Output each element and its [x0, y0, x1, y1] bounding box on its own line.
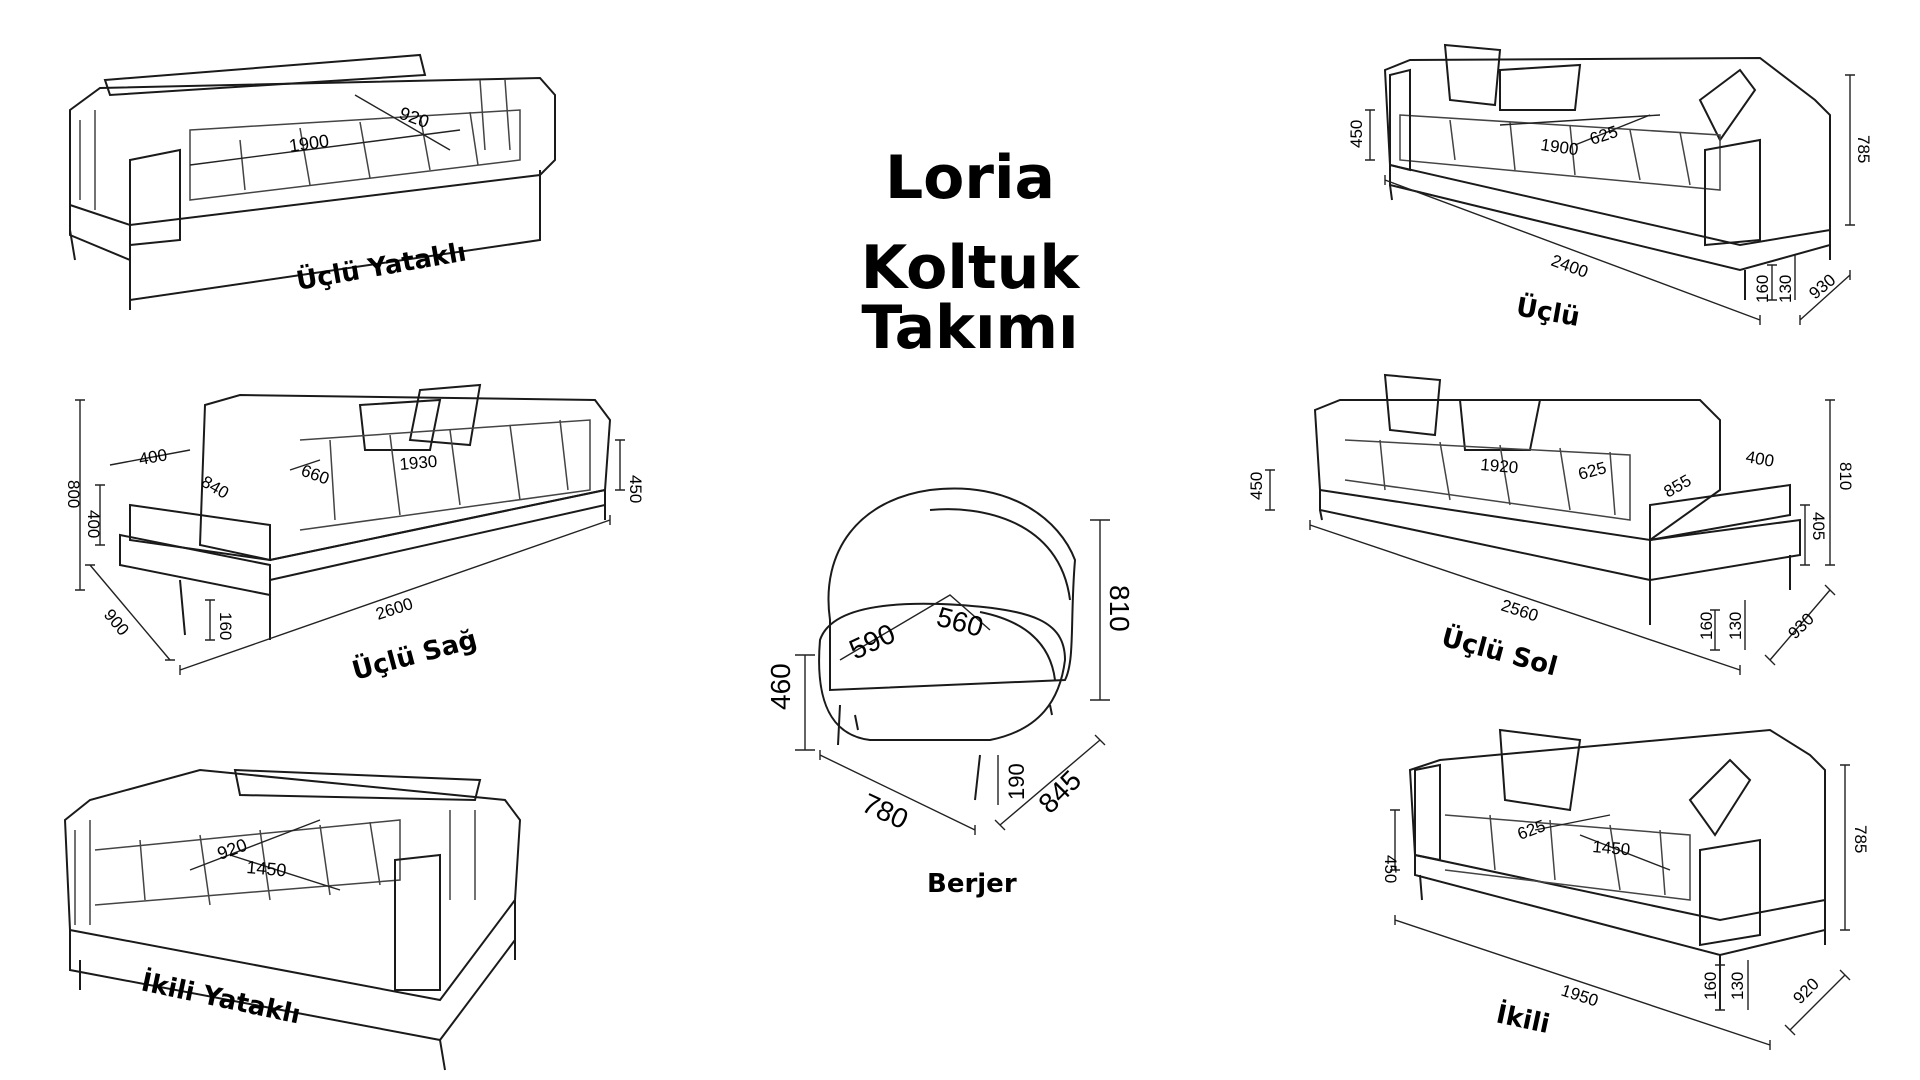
sofa-uclu-sag: 400 840 660 1930 800 400 450 2600 160 90…	[64, 383, 645, 687]
dim: 450	[1347, 120, 1366, 148]
dim: 625	[1515, 816, 1548, 844]
sofa-label: Üçlü Sağ	[348, 622, 480, 687]
dim: 1950	[1559, 981, 1601, 1011]
armchair-berjer: 590 560 460 810 780 190 845 Berjer	[765, 487, 1135, 899]
dim: 400	[84, 510, 103, 538]
dim: 160	[216, 612, 235, 640]
dim: 2400	[1549, 251, 1591, 282]
sofa-label: İkili	[1494, 998, 1553, 1040]
dim: 660	[299, 461, 332, 489]
dim: 160	[1753, 275, 1772, 303]
dim: 450	[626, 475, 645, 503]
dim: 780	[857, 787, 912, 835]
sofa-label: İkili Yataklı	[139, 966, 304, 1031]
dim: 190	[1004, 763, 1029, 800]
dim: 920	[397, 103, 432, 132]
dim: 2600	[373, 594, 415, 624]
dim: 810	[1104, 585, 1135, 632]
dim: 405	[1809, 512, 1828, 540]
sofa-label: Berjer	[927, 869, 1017, 899]
sofa-uclu-yatakli: 1900 920 Üçlü Yataklı	[69, 53, 556, 310]
dim: 460	[765, 663, 796, 710]
dim: 130	[1728, 972, 1747, 1000]
sofa-ikili: 625 1450 450 785 1950 160 130 920 İkili	[1381, 728, 1870, 1050]
dim: 785	[1854, 135, 1873, 163]
sofa-label: Üçlü	[1514, 289, 1583, 333]
sofa-uclu-sol: 1920 625 400 855 450 810 405 2560 160 13…	[1247, 373, 1855, 683]
dim: 845	[1032, 764, 1087, 819]
sofa-ikili-yatakli: 920 1450 İkili Yataklı	[63, 768, 522, 1071]
collection-name: Loria	[884, 143, 1056, 213]
dim: 1920	[1480, 455, 1519, 477]
dim: 625	[1587, 122, 1620, 149]
dim: 160	[1701, 972, 1720, 1000]
dim: 590	[844, 618, 899, 666]
dim: 800	[64, 480, 83, 508]
collection-subtitle: Koltuk Takımı	[860, 233, 1080, 363]
dim: 400	[137, 445, 168, 469]
dim: 450	[1247, 472, 1266, 500]
dim: 130	[1726, 612, 1745, 640]
dim: 625	[1576, 458, 1608, 484]
dim: 810	[1836, 462, 1855, 490]
dim: 855	[1661, 471, 1695, 502]
dim: 1930	[399, 452, 438, 474]
dim: 930	[1805, 270, 1839, 303]
dim: 785	[1851, 825, 1870, 853]
dim: 1450	[246, 857, 288, 880]
sofa-label: Üçlü Yataklı	[293, 235, 468, 297]
dim: 400	[1744, 447, 1775, 471]
dim: 160	[1697, 612, 1716, 640]
dim: 1900	[288, 131, 330, 156]
sofa-label: Üçlü Sol	[1438, 620, 1561, 683]
dim: 450	[1381, 855, 1400, 883]
dim: 1900	[1539, 135, 1579, 159]
dim: 130	[1776, 275, 1795, 303]
sofa-uclu: 1900 625 450 785 2400 160 130 930 Üçlü	[1347, 43, 1873, 333]
dim: 1450	[1592, 837, 1631, 859]
